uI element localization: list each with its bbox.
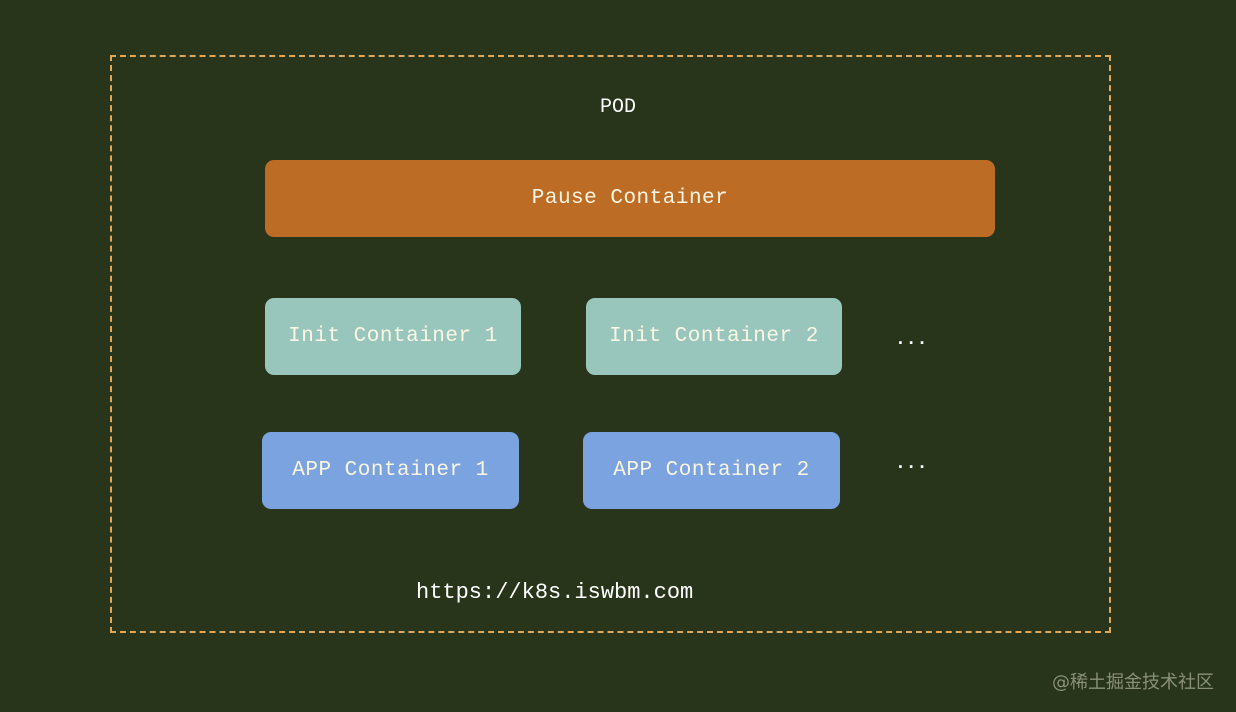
init-containers-ellipsis: ... <box>895 330 928 350</box>
pod-boundary <box>110 55 1111 633</box>
app-container-2-box: APP Container 2 <box>583 432 840 509</box>
watermark: @稀土掘金技术社区 <box>1052 672 1214 693</box>
init-container-1-box: Init Container 1 <box>265 298 521 375</box>
source-url: https://k8s.iswbm.com <box>416 580 694 605</box>
pause-container-box: Pause Container <box>265 160 995 237</box>
init-container-2-box: Init Container 2 <box>586 298 842 375</box>
app-containers-ellipsis: ... <box>895 454 928 474</box>
app-container-1-box: APP Container 1 <box>262 432 519 509</box>
pod-label: POD <box>599 96 636 119</box>
